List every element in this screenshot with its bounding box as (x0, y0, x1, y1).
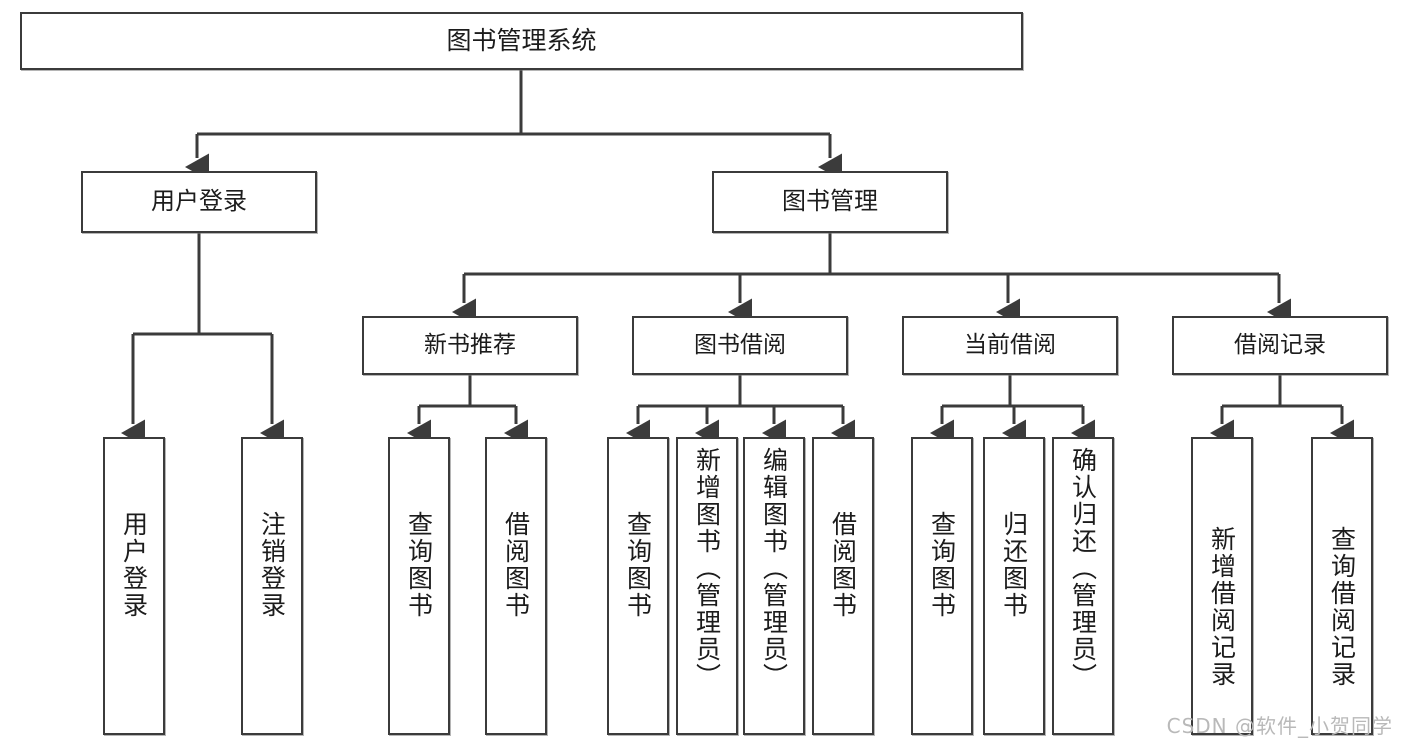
node-new-book-rec-label: 新书推荐 (424, 332, 516, 359)
node-leaf-query-book-borrow-label: 查询图书 (623, 511, 653, 619)
node-leaf-borrow-book-rec-label: 借阅图书 (501, 511, 531, 619)
node-leaf-add-book[interactable]: 新增图书（管理员） (676, 437, 738, 735)
node-leaf-query-book-cur-label: 查询图书 (927, 511, 957, 619)
node-user-login[interactable]: 用户登录 (81, 171, 317, 233)
node-user-login-label: 用户登录 (151, 187, 247, 216)
node-book-manage-label: 图书管理 (782, 187, 878, 216)
node-leaf-confirm-return[interactable]: 确认归还（管理员） (1052, 437, 1114, 735)
node-leaf-borrow-book-rec[interactable]: 借阅图书 (485, 437, 547, 735)
node-leaf-borrow-book[interactable]: 借阅图书 (812, 437, 874, 735)
node-leaf-confirm-return-label: 确认归还（管理员） (1068, 447, 1098, 690)
node-book-borrow[interactable]: 图书借阅 (632, 316, 848, 375)
node-leaf-query-book-borrow[interactable]: 查询图书 (607, 437, 669, 735)
node-borrow-record-label: 借阅记录 (1234, 332, 1326, 359)
node-current-borrow-label: 当前借阅 (964, 332, 1056, 359)
node-root[interactable]: 图书管理系统 (20, 12, 1023, 70)
node-leaf-query-book-rec[interactable]: 查询图书 (388, 437, 450, 735)
node-leaf-edit-book[interactable]: 编辑图书（管理员） (743, 437, 805, 735)
node-leaf-query-book-cur[interactable]: 查询图书 (911, 437, 973, 735)
node-leaf-return-book-label: 归还图书 (999, 511, 1029, 619)
node-current-borrow[interactable]: 当前借阅 (902, 316, 1118, 375)
node-leaf-logout[interactable]: 注销登录 (241, 437, 303, 735)
node-leaf-query-record[interactable]: 查询借阅记录 (1311, 437, 1373, 735)
node-leaf-add-record-label: 新增借阅记录 (1207, 526, 1237, 688)
node-leaf-edit-book-label: 编辑图书（管理员） (759, 447, 789, 690)
node-borrow-record[interactable]: 借阅记录 (1172, 316, 1388, 375)
watermark-text: CSDN @软件_小贺同学 (1166, 714, 1393, 738)
node-root-label: 图书管理系统 (446, 25, 597, 55)
node-leaf-borrow-book-label: 借阅图书 (828, 511, 858, 619)
node-leaf-add-record[interactable]: 新增借阅记录 (1191, 437, 1253, 735)
node-leaf-return-book[interactable]: 归还图书 (983, 437, 1045, 735)
node-book-borrow-label: 图书借阅 (694, 332, 786, 359)
node-leaf-add-book-label: 新增图书（管理员） (692, 447, 722, 690)
node-book-manage[interactable]: 图书管理 (712, 171, 948, 233)
node-leaf-user-login-label: 用户登录 (119, 511, 149, 619)
node-leaf-query-record-label: 查询借阅记录 (1327, 526, 1357, 688)
node-leaf-logout-label: 注销登录 (257, 511, 287, 619)
node-new-book-rec[interactable]: 新书推荐 (362, 316, 578, 375)
node-leaf-query-book-rec-label: 查询图书 (404, 511, 434, 619)
node-leaf-user-login[interactable]: 用户登录 (103, 437, 165, 735)
